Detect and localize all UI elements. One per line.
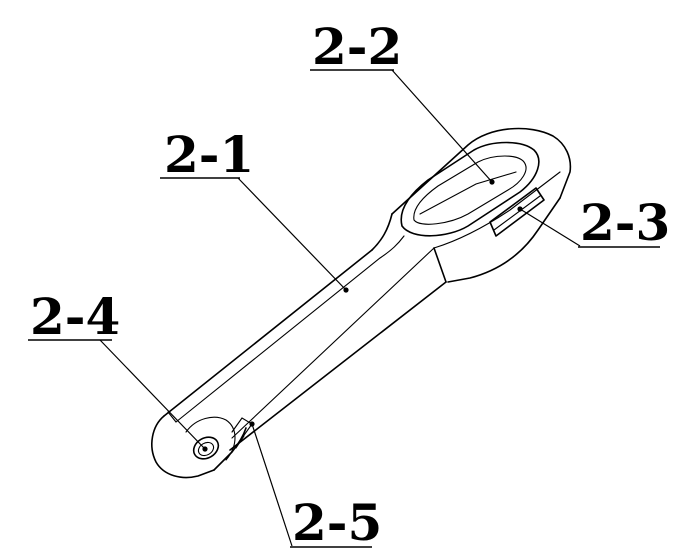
end-hole: [192, 436, 220, 460]
leader-2-2: [391, 69, 493, 183]
label-2-4: 2-4: [30, 287, 120, 346]
label-2-1: 2-1: [164, 125, 254, 184]
leader-2-5: [251, 423, 293, 547]
leader-2-1: [237, 177, 347, 291]
leader-2-4: [99, 339, 206, 450]
head-slot: [400, 141, 540, 237]
side-pocket: [489, 187, 545, 237]
label-2-2: 2-2: [312, 17, 402, 76]
label-2-5: 2-5: [292, 493, 382, 552]
label-2-3: 2-3: [580, 193, 670, 252]
connecting-arm: [151, 127, 572, 479]
leader-2-3: [519, 208, 581, 247]
